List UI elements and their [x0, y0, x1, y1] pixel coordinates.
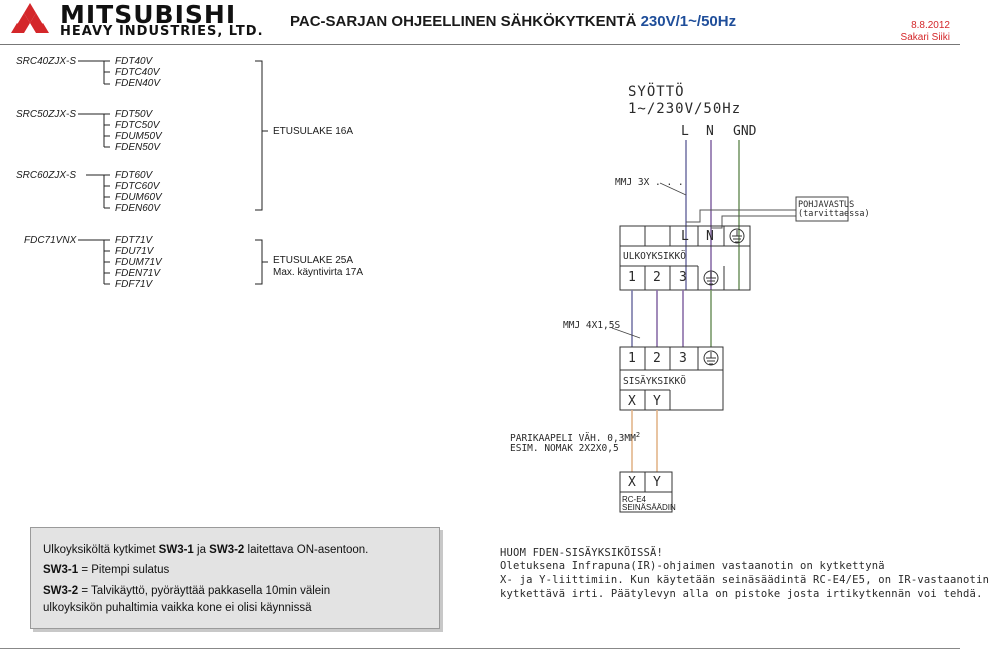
indoor-model: FDT50V [115, 109, 153, 120]
indoor-model: FDUM60V [115, 192, 162, 203]
page-title-main: PAC-SARJAN OHJEELLINEN SÄHKÖKYTKENTÄ [290, 13, 641, 30]
controller-model: RC-E4 [622, 495, 647, 504]
fuse-rating-25a: ETUSULAKE 25A [273, 255, 354, 266]
controller-terminal-x: X [628, 475, 636, 490]
indoor-model: FDTC40V [115, 67, 160, 78]
switch-sw3-2: SW3-2 [209, 544, 245, 556]
indoor-model: FDTC60V [115, 181, 160, 192]
controller-name: SEINÄSÄÄDIN [622, 503, 676, 512]
fden-note-line: kytkettävä irti. Päätylevyn alla on pist… [500, 588, 983, 600]
document-date: 8.8.2012 [911, 20, 950, 31]
brand-name: MITSUBISHI [60, 0, 237, 29]
outdoor-terminal-1: 1 [628, 270, 636, 285]
indoor-terminal-3: 3 [679, 351, 687, 366]
indoor-terminal-2: 2 [653, 351, 661, 366]
indoor-terminal-x: X [628, 394, 636, 409]
heater-branch [686, 209, 796, 229]
outdoor-unit-label: ULKOYKSIKKÖ [623, 251, 686, 262]
switch-instruction-and: ja [193, 544, 210, 556]
indoor-model: FDEN71V [115, 268, 161, 279]
indoor-model: FDUM71V [115, 257, 162, 268]
document-author: Sakari Siiki [900, 32, 950, 43]
footer-divider [0, 648, 960, 649]
signal-cable-unit-sup: 2 [635, 431, 641, 439]
outdoor-terminal-2: 2 [653, 270, 661, 285]
heater-note: (tarvittaessa) [798, 209, 870, 219]
outdoor-terminal-n: N [706, 229, 714, 244]
fden-note-line: Oletuksena Infrapuna(IR)-ohjaimen vastaa… [500, 560, 885, 572]
header: MITSUBISHI HEAVY INDUSTRIES, LTD. PAC-SA… [0, 0, 960, 44]
fden-note-line: X- ja Y-liittimiin. Kun käytetään seinäs… [500, 574, 989, 586]
indoor-terminal-1: 1 [628, 351, 636, 366]
fden-note-title: HUOM FDEN-SISÄYKSIKÖISSÄ! [500, 547, 664, 559]
supply-terminal-n: N [706, 124, 714, 139]
switch-instruction-end: laitettava ON-asentoon. [244, 544, 369, 556]
indoor-model: FDEN50V [115, 142, 161, 153]
outdoor-terminal-l: L [681, 229, 689, 244]
supply-terminal-l: L [681, 124, 689, 139]
indoor-model: FDTC50V [115, 120, 160, 131]
indoor-model: FDF71V [115, 279, 153, 290]
indoor-model: FDU71V [115, 246, 154, 257]
header-divider [0, 44, 960, 45]
outdoor-model-3: SRC60ZJX-S [16, 170, 77, 181]
outdoor-model-2: SRC50ZJX-S [16, 109, 77, 120]
switch-settings-box: Ulkoyksiköltä kytkimet SW3-1 ja SW3-2 la… [30, 527, 440, 629]
outdoor-terminal-3: 3 [679, 270, 687, 285]
sw3-2-description: SW3-2 = Talvikäyttö, pyöräyttää pakkasel… [43, 585, 330, 597]
supply-title: SYÖTTÖ [628, 84, 685, 100]
page-title-accent: 230V/1~/50Hz [640, 13, 737, 30]
indoor-unit-box [619, 346, 724, 411]
mitsubishi-three-diamonds-logo [11, 3, 49, 33]
interconnect-cable-label: MMJ 4X1,5S [563, 320, 621, 331]
sw3-1-label: SW3-1 [43, 564, 79, 576]
indoor-unit-label: SISÄYKSIKKÖ [623, 376, 686, 387]
controller-terminal-y: Y [653, 475, 661, 490]
sw3-1-text: = Pitempi sulatus [78, 564, 170, 576]
indoor-model: FDT60V [115, 170, 153, 181]
sw3-2-label: SW3-2 [43, 585, 79, 597]
indoor-terminal-y: Y [653, 394, 661, 409]
max-running-current: Max. käyntivirta 17A [273, 267, 364, 278]
indoor-model: FDUM50V [115, 131, 162, 142]
brand-subtitle: HEAVY INDUSTRIES, LTD. [60, 24, 264, 39]
switch-instruction: Ulkoyksiköltä kytkimet SW3-1 ja SW3-2 la… [43, 544, 368, 556]
outdoor-model-1: SRC40ZJX-S [16, 56, 77, 67]
signal-cable-label: PARIKAAPELI VÄH. 0,3MM2 [510, 431, 640, 444]
ground-symbols [703, 228, 745, 366]
signal-cable-spec: PARIKAAPELI VÄH. 0,3MM [510, 433, 636, 445]
sw3-2-description-cont: ulkoyksikön puhaltimia vaikka kone ei ol… [43, 602, 312, 614]
indoor-model: FDEN40V [115, 78, 161, 89]
supply-cable-label: MMJ 3X . . . [615, 177, 684, 188]
switch-instruction-text: Ulkoyksiköltä kytkimet [43, 544, 159, 556]
indoor-model: FDT40V [115, 56, 153, 67]
signal-cable-example: ESIM. NOMAK 2X2X0,5 [510, 443, 619, 454]
heater-box [795, 196, 849, 222]
supply-spec: 1~/230V/50Hz [628, 101, 742, 117]
sw3-2-text: = Talvikäyttö, pyöräyttää pakkasella 10m… [78, 585, 331, 597]
wiring-diagram [78, 60, 849, 513]
fuse-rating-16a: ETUSULAKE 16A [273, 126, 354, 137]
sw3-1-description: SW3-1 = Pitempi sulatus [43, 564, 169, 576]
controller-box [619, 471, 673, 513]
indoor-model: FDT71V [115, 235, 153, 246]
heater-label: POHJAVASTUS [798, 200, 855, 210]
model-brackets [78, 60, 268, 285]
page-title: PAC-SARJAN OHJEELLINEN SÄHKÖKYTKENTÄ 230… [290, 13, 736, 30]
outdoor-unit-box [619, 225, 751, 291]
switch-sw3-1: SW3-1 [158, 544, 194, 556]
supply-terminal-gnd: GND [733, 124, 757, 139]
indoor-model: FDEN60V [115, 203, 161, 214]
outdoor-model-4: FDC71VNX [24, 235, 77, 246]
